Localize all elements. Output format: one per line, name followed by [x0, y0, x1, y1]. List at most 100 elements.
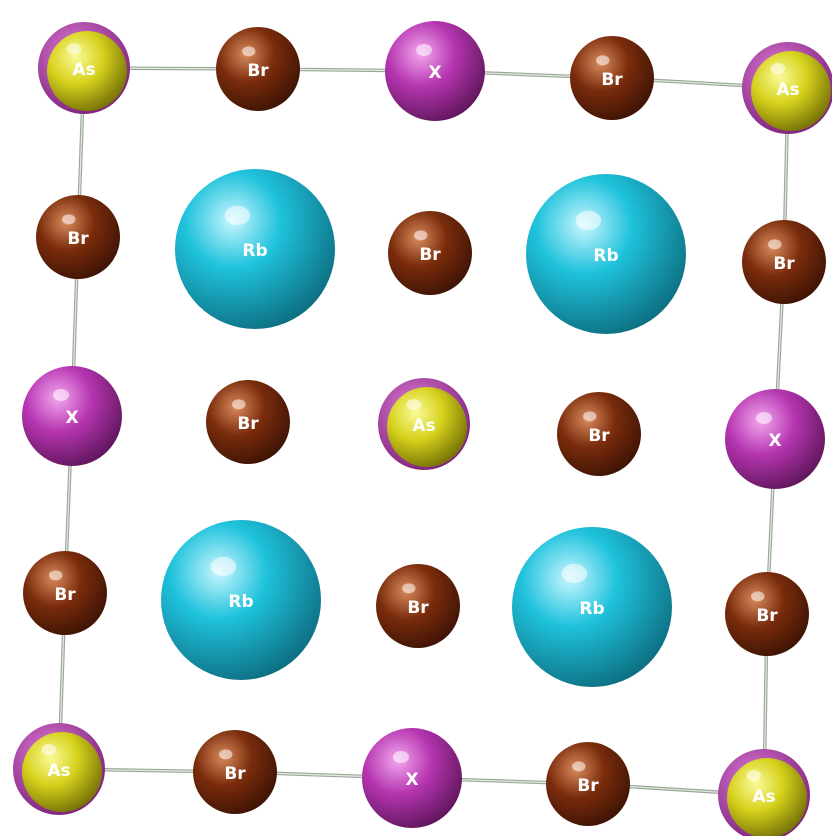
rb-sphere: [175, 169, 335, 329]
atom-rb: Rb: [526, 174, 686, 334]
atom-label: X: [428, 63, 441, 83]
atom-label: Br: [419, 245, 441, 265]
atom-label: X: [65, 408, 78, 428]
atom-br: Br: [216, 27, 300, 111]
atom-x: X: [725, 389, 825, 489]
atom-x: X: [385, 21, 485, 121]
specular-highlight: [53, 389, 69, 401]
rb-sphere: [526, 174, 686, 334]
atom-label: Br: [756, 606, 778, 626]
specular-highlight: [66, 43, 82, 55]
specular-highlight: [402, 583, 416, 594]
br-sphere: [376, 564, 460, 648]
x-sphere: [385, 21, 485, 121]
atom-label: X: [768, 431, 781, 451]
atom-label: X: [405, 770, 418, 790]
atom-br: Br: [388, 211, 472, 295]
atom-br: Br: [193, 730, 277, 814]
br-sphere: [36, 195, 120, 279]
atom-rb: Rb: [161, 520, 321, 680]
specular-highlight: [232, 399, 246, 410]
arsenic-sphere: [387, 387, 467, 467]
br-sphere: [557, 392, 641, 476]
x-sphere: [725, 389, 825, 489]
atom-label: As: [776, 80, 799, 100]
atom-rb: Rb: [512, 527, 672, 687]
atom-label: Br: [67, 229, 89, 249]
rb-sphere: [161, 520, 321, 680]
atom-br: Br: [206, 380, 290, 464]
atom-br: Br: [376, 564, 460, 648]
rb-sphere: [512, 527, 672, 687]
atom-br: Br: [23, 551, 107, 635]
atom-as: As: [718, 749, 810, 836]
br-sphere: [216, 27, 300, 111]
atom-label: Br: [773, 254, 795, 274]
specular-highlight: [242, 46, 256, 57]
specular-highlight: [393, 751, 409, 763]
specular-highlight: [746, 770, 762, 782]
atom-label: As: [412, 416, 435, 436]
x-sphere: [362, 728, 462, 828]
atom-label: Br: [588, 426, 610, 446]
specular-highlight: [219, 749, 233, 760]
specular-highlight: [49, 570, 63, 581]
atom-label: As: [47, 761, 70, 781]
specular-highlight: [406, 399, 422, 411]
br-sphere: [23, 551, 107, 635]
atom-as: As: [38, 22, 130, 114]
specular-highlight: [62, 214, 76, 225]
arsenic-sphere: [22, 732, 102, 812]
atom-label: Br: [601, 70, 623, 90]
atom-br: Br: [742, 220, 826, 304]
atom-label: Br: [54, 585, 76, 605]
specular-highlight: [596, 55, 610, 66]
specular-highlight: [770, 63, 786, 75]
atom-x: X: [22, 366, 122, 466]
atom-label: Rb: [242, 241, 267, 261]
br-sphere: [388, 211, 472, 295]
atom-label: Rb: [593, 246, 618, 266]
atom-as: As: [13, 723, 105, 815]
arsenic-sphere: [751, 51, 831, 131]
atom-label: As: [752, 787, 775, 807]
arsenic-sphere: [47, 31, 127, 111]
specular-highlight: [41, 744, 57, 756]
x-sphere: [22, 366, 122, 466]
atom-br: Br: [725, 572, 809, 656]
specular-highlight: [414, 230, 428, 241]
specular-highlight: [561, 563, 588, 584]
atom-br: Br: [36, 195, 120, 279]
specular-highlight: [572, 761, 586, 772]
specular-highlight: [224, 205, 251, 225]
atom-label: As: [72, 60, 95, 80]
atom-rb: Rb: [175, 169, 335, 329]
atom-as: As: [742, 42, 832, 134]
atom-as: As: [378, 378, 470, 470]
atom-br: Br: [557, 392, 641, 476]
atom-br: Br: [570, 36, 654, 120]
specular-highlight: [210, 556, 237, 577]
atom-label: Br: [224, 764, 246, 784]
br-sphere: [742, 220, 826, 304]
specular-highlight: [416, 44, 432, 56]
atom-label: Br: [407, 598, 429, 618]
br-sphere: [206, 380, 290, 464]
atom-br: Br: [546, 742, 630, 826]
atom-label: Rb: [228, 592, 253, 612]
atom-x: X: [362, 728, 462, 828]
specular-highlight: [768, 239, 782, 250]
specular-highlight: [756, 412, 772, 424]
br-sphere: [193, 730, 277, 814]
br-sphere: [570, 36, 654, 120]
specular-highlight: [575, 210, 602, 230]
specular-highlight: [751, 591, 765, 602]
atom-label: Rb: [579, 599, 604, 619]
atom-label: Br: [577, 776, 599, 796]
atom-label: Br: [247, 61, 269, 81]
br-sphere: [546, 742, 630, 826]
br-sphere: [725, 572, 809, 656]
atom-label: Br: [237, 414, 259, 434]
